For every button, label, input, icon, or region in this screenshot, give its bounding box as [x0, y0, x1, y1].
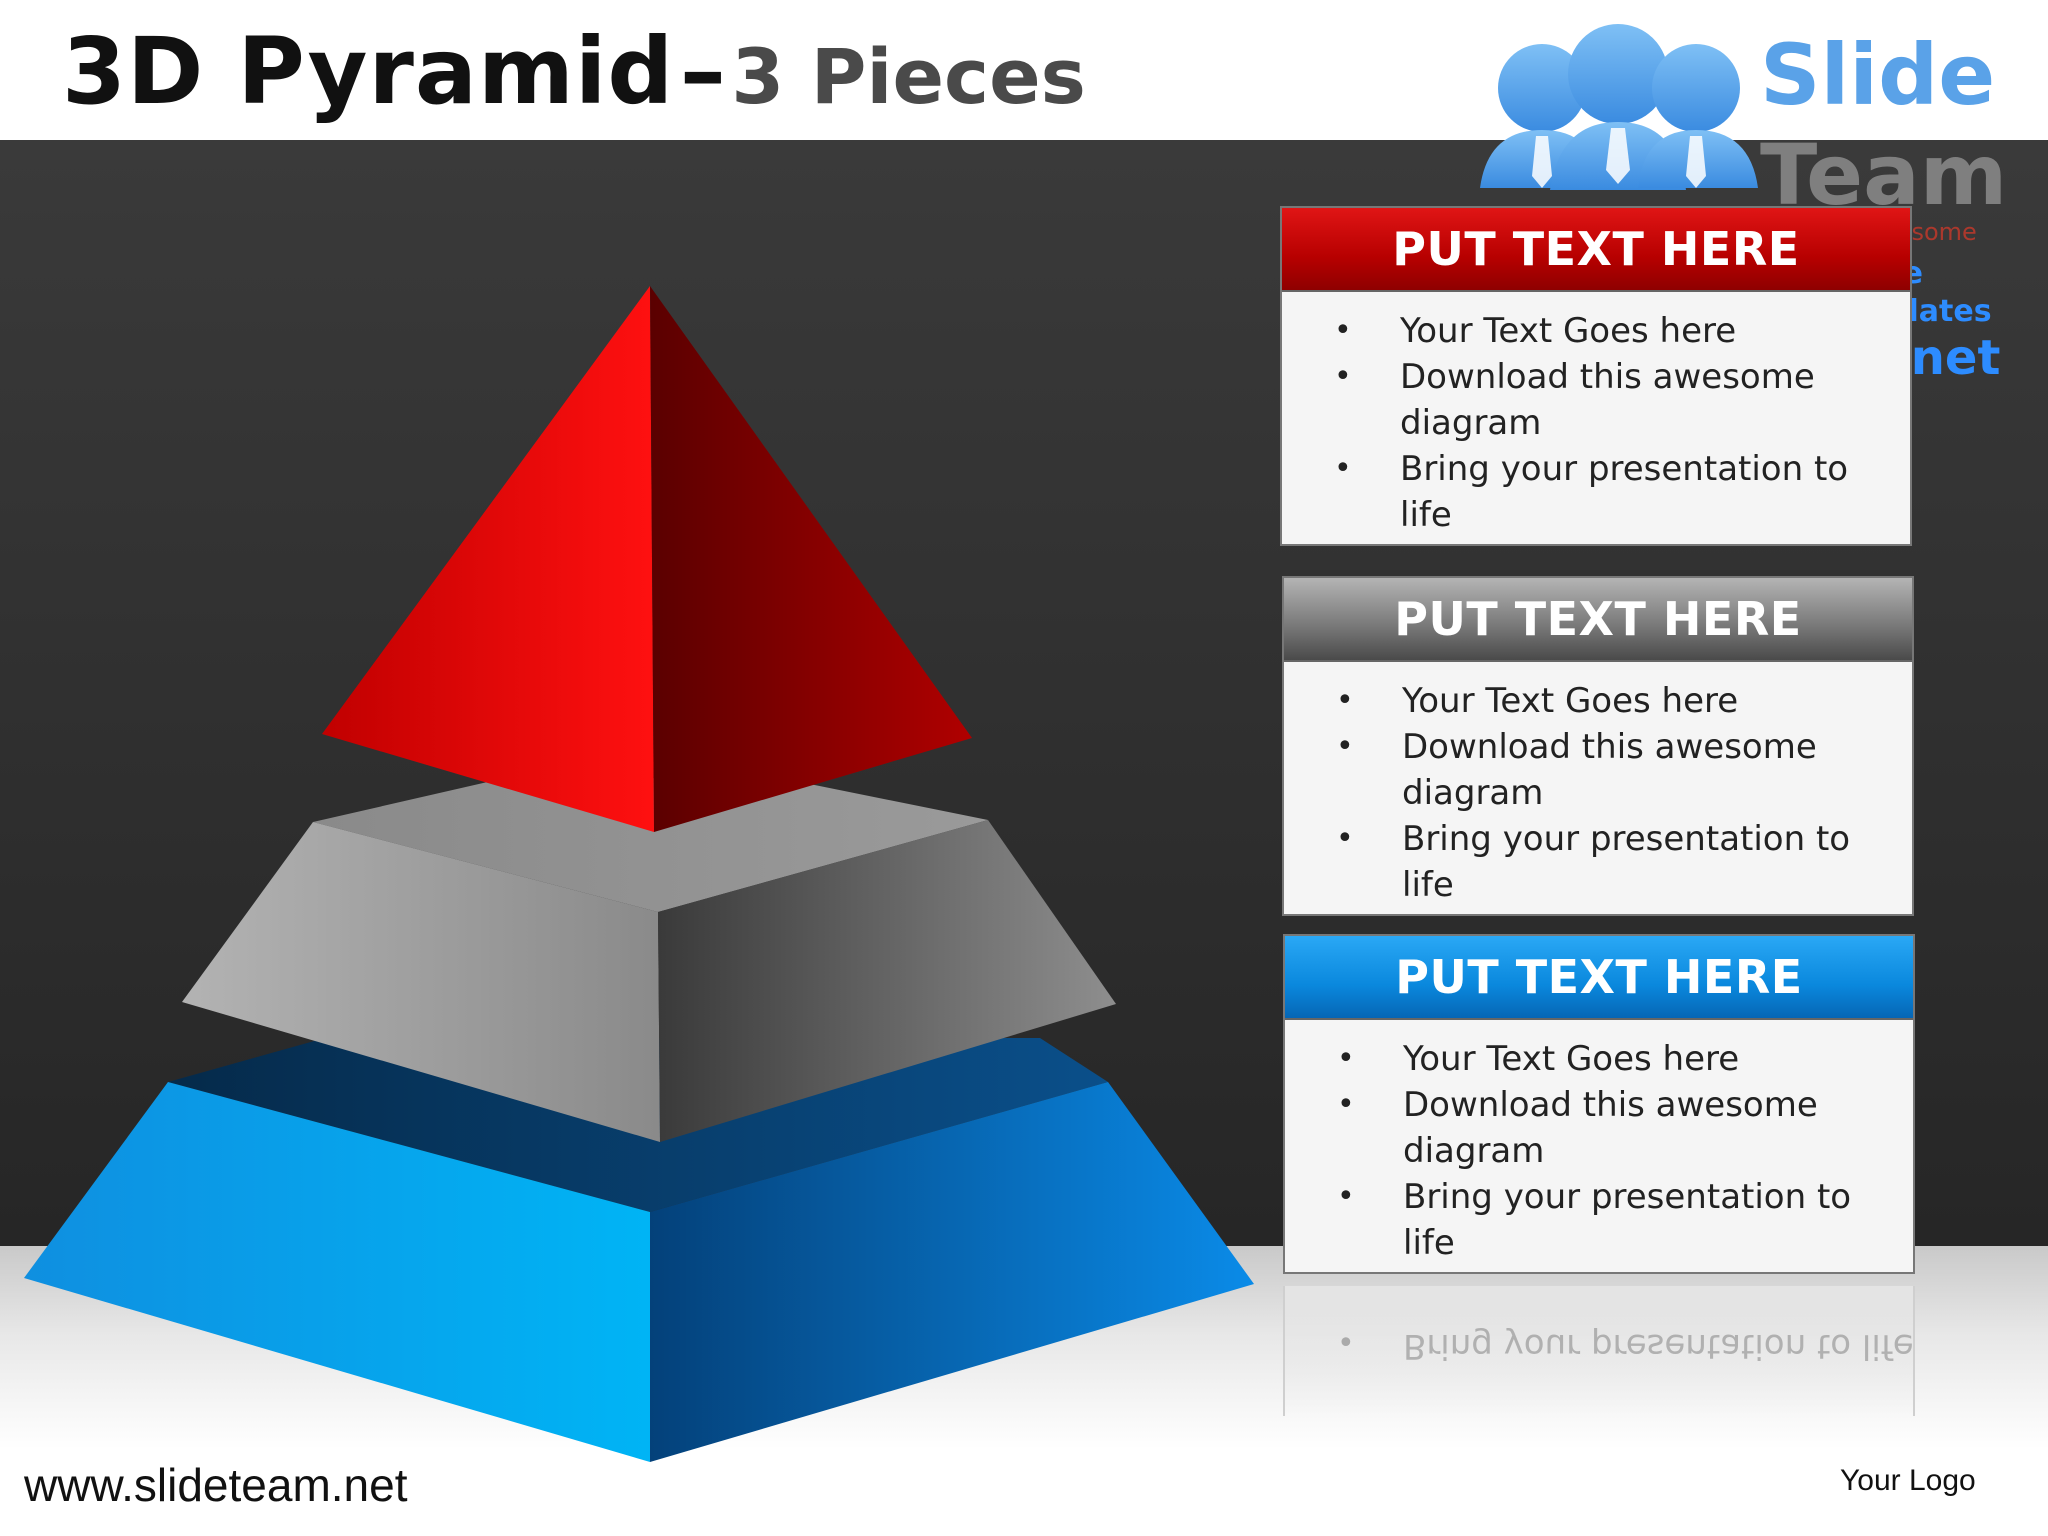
text-box-gray: PUT TEXT HERE •Your Text Goes here •Down…: [1282, 576, 1914, 916]
pyramid-bottom-left-face: [24, 1082, 650, 1462]
bullet-icon: •: [1337, 1179, 1355, 1214]
list-item: •Download this awesome diagram: [1337, 1082, 1893, 1174]
bullet-icon: •: [1334, 313, 1352, 348]
text-box-header: PUT TEXT HERE: [1285, 936, 1913, 1020]
bullet-icon: •: [1337, 1087, 1355, 1122]
page-title: 3D Pyramid – 3 Pieces: [62, 18, 1086, 125]
bullet-list: •Your Text Goes here •Download this awes…: [1282, 292, 1910, 538]
bullet-icon: •: [1336, 821, 1354, 856]
footer-website-link[interactable]: www.slideteam.net: [24, 1459, 408, 1511]
pyramid-top-left-face: [322, 286, 654, 832]
bullet-icon: •: [1336, 683, 1354, 718]
list-item: •Your Text Goes here: [1337, 1036, 1893, 1082]
pyramid-middle-right-face: [658, 820, 1116, 1142]
reflection-text: Bring your presentation to life: [1403, 1326, 1914, 1366]
text-box-blue: PUT TEXT HERE •Your Text Goes here •Down…: [1283, 934, 1915, 1274]
list-item: •Bring your presentation to life: [1336, 816, 1892, 908]
list-item: •Bring your presentation to life: [1337, 1174, 1893, 1266]
bullet-list: •Your Text Goes here •Download this awes…: [1285, 1020, 1913, 1266]
list-item: •Your Text Goes here: [1336, 678, 1892, 724]
text-box-header: PUT TEXT HERE: [1284, 578, 1912, 662]
bullet-icon: •: [1334, 359, 1352, 394]
pyramid-middle-top-face: [313, 778, 988, 912]
pyramid-middle-left-face: [182, 822, 660, 1142]
list-item: •Bring your presentation to life: [1334, 446, 1890, 538]
bullet-icon: •: [1337, 1041, 1355, 1076]
list-item: •Download this awesome diagram: [1334, 354, 1890, 446]
bullet-icon: •: [1334, 451, 1352, 486]
text-box-red: PUT TEXT HERE •Your Text Goes here •Down…: [1280, 206, 1912, 546]
list-item: •Download this awesome diagram: [1336, 724, 1892, 816]
list-item: •Your Text Goes here: [1334, 308, 1890, 354]
title-dash: –: [679, 18, 726, 125]
bullet-list: •Your Text Goes here •Download this awes…: [1284, 662, 1912, 908]
title-main: 3D Pyramid: [62, 18, 675, 125]
reflection-bullet-icon: •: [1337, 1326, 1355, 1361]
pyramid-bottom-right-face: [650, 1082, 1254, 1462]
pyramid-top-right-face: [650, 286, 972, 832]
bullet-icon: •: [1336, 729, 1354, 764]
text-box-header: PUT TEXT HERE: [1282, 208, 1910, 292]
box-reflection: • Bring your presentation to life: [1283, 1286, 1915, 1416]
title-sub: 3 Pieces: [731, 32, 1086, 121]
footer-logo-placeholder: Your Logo: [1840, 1464, 1976, 1497]
